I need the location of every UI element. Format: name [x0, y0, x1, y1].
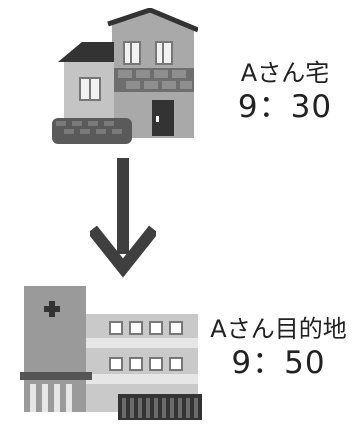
origin-time: 9：30	[237, 89, 333, 125]
house-icon	[52, 8, 198, 144]
origin-place-label: Aさん宅	[240, 59, 330, 87]
origin-label-block: Aさん宅 9：30	[222, 58, 348, 126]
destination-label-block: Aさん目的地 9：50	[196, 314, 361, 382]
hospital-icon	[20, 286, 202, 420]
arrow-down-icon	[90, 158, 156, 278]
destination-time: 9：50	[231, 345, 326, 381]
destination-place-label: Aさん目的地	[210, 315, 347, 343]
